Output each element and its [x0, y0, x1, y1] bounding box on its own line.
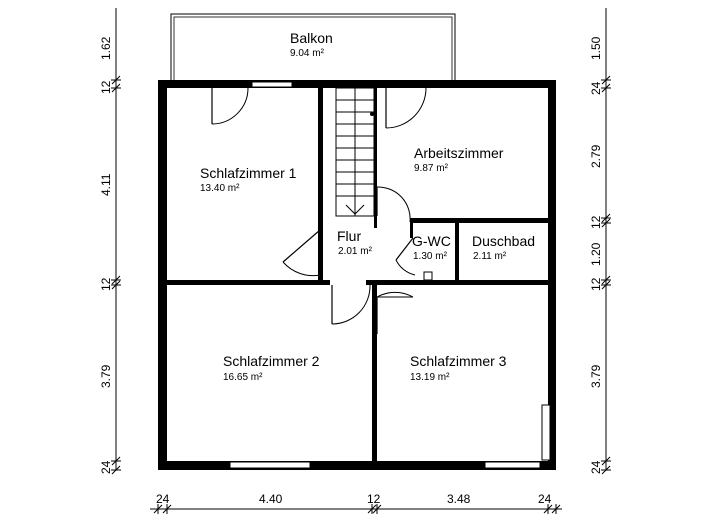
room-schlafzimmer-1: Schlafzimmer 1 13.40 m²	[200, 165, 297, 194]
staircase	[335, 87, 375, 217]
dim-right-wall-2: 12	[589, 215, 603, 229]
windows	[229, 81, 551, 469]
dim-right-wall-1: 24	[589, 81, 603, 95]
room-arbeitszimmer-name: Arbeitszimmer	[414, 145, 504, 161]
room-balkon: Balkon 9.04 m²	[290, 30, 333, 59]
room-arbeitszimmer: Arbeitszimmer 9.87 m²	[414, 145, 504, 174]
dimension-chain-bottom: 24 4.40 12 3.48 24	[150, 492, 562, 514]
dim-left-wall-2: 12	[99, 277, 113, 291]
dim-bottom-right: 3.48	[447, 492, 471, 506]
dim-right-lower: 3.79	[589, 364, 603, 388]
room-gwc-area: 1.30 m²	[413, 251, 448, 262]
room-duschbad-area: 2.11 m²	[473, 251, 507, 262]
dim-left-lower: 3.79	[99, 364, 113, 388]
dim-left-wall-1: 12	[99, 80, 113, 94]
dim-bottom-left: 4.40	[259, 492, 283, 506]
dim-left-wall-3: 24	[99, 460, 113, 474]
room-duschbad: Duschbad 2.11 m²	[472, 233, 535, 262]
inner-walls	[158, 86, 548, 462]
room-schlafzimmer-2-name: Schlafzimmer 2	[223, 353, 320, 369]
room-flur: Flur 2.01 m²	[337, 228, 373, 257]
dim-right-wall-3: 12	[589, 277, 603, 291]
room-balkon-area: 9.04 m²	[290, 48, 325, 59]
room-duschbad-name: Duschbad	[472, 233, 535, 249]
room-flur-area: 2.01 m²	[338, 246, 373, 257]
room-flur-name: Flur	[337, 228, 361, 244]
room-arbeitszimmer-area: 9.87 m²	[414, 163, 449, 174]
dim-right-wall-4: 24	[589, 460, 603, 474]
outer-walls	[158, 80, 556, 470]
room-gwc-name: G-WC	[412, 233, 451, 249]
room-schlafzimmer-2-area: 16.65 m²	[223, 372, 263, 383]
dim-left-upper: 4.11	[99, 173, 113, 196]
dimension-chain-right: 1.50 24 2.79 12 1.20 12 3.79 24	[589, 8, 611, 475]
room-schlafzimmer-1-area: 13.40 m²	[200, 183, 240, 194]
room-schlafzimmer-3-area: 13.19 m²	[410, 372, 450, 383]
dim-right-balkon: 1.50	[589, 36, 603, 60]
dim-bottom-wall-3: 24	[538, 492, 552, 506]
dim-left-balkon: 1.62	[99, 36, 113, 60]
dimension-chain-left: 1.62 12 4.11 12 3.79 24	[99, 8, 121, 475]
room-gwc: G-WC 1.30 m²	[412, 233, 451, 262]
dim-right-arbeitszimmer: 2.79	[589, 144, 603, 168]
room-schlafzimmer-1-name: Schlafzimmer 1	[200, 165, 297, 181]
room-schlafzimmer-2: Schlafzimmer 2 16.65 m²	[223, 353, 320, 383]
room-schlafzimmer-3-name: Schlafzimmer 3	[410, 353, 507, 369]
room-schlafzimmer-3: Schlafzimmer 3 13.19 m²	[410, 353, 507, 383]
dim-bottom-wall-1: 24	[156, 492, 170, 506]
dim-right-bad: 1.20	[589, 242, 603, 266]
doors	[211, 87, 433, 334]
room-balkon-name: Balkon	[290, 30, 333, 46]
dim-bottom-wall-2: 12	[367, 492, 381, 506]
